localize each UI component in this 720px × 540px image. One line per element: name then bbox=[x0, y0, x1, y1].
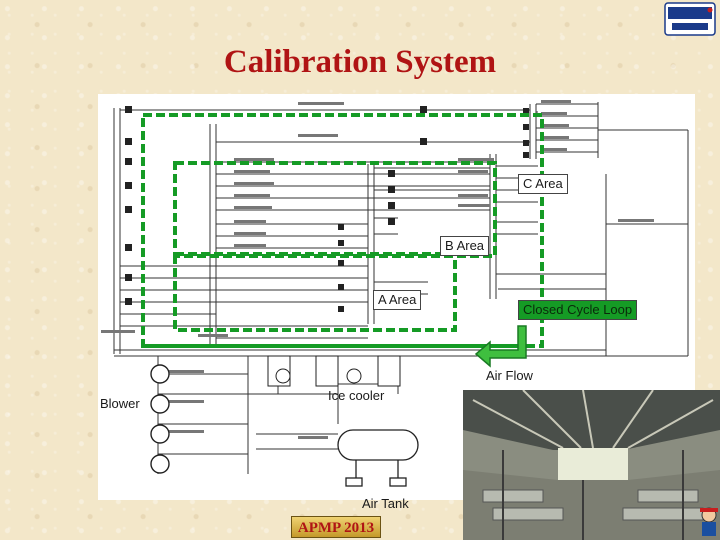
air-flow-label: Air Flow bbox=[486, 368, 533, 383]
ice-cooler-label: Ice cooler bbox=[328, 388, 385, 403]
air-tank-label: Air Tank bbox=[362, 496, 409, 511]
mascot-icon bbox=[700, 507, 718, 536]
apmp-2013-badge: APMP 2013 bbox=[291, 516, 381, 538]
blower-label: Blower bbox=[100, 396, 140, 411]
air-flow-arrow bbox=[474, 325, 527, 368]
c-area-label: C Area bbox=[518, 174, 568, 194]
b-area-label: B Area bbox=[440, 236, 490, 256]
a-area-outline bbox=[173, 252, 457, 332]
facility-photo bbox=[463, 390, 720, 540]
closed-cycle-loop-label: Closed Cycle Loop bbox=[518, 300, 638, 320]
c-area-outline bbox=[141, 113, 544, 348]
logo-seal-icon bbox=[664, 2, 716, 36]
slide-title: Calibration System bbox=[223, 44, 497, 80]
a-area-label: A Area bbox=[373, 290, 422, 310]
tank-icon bbox=[337, 429, 419, 487]
blower-icon bbox=[150, 364, 170, 474]
